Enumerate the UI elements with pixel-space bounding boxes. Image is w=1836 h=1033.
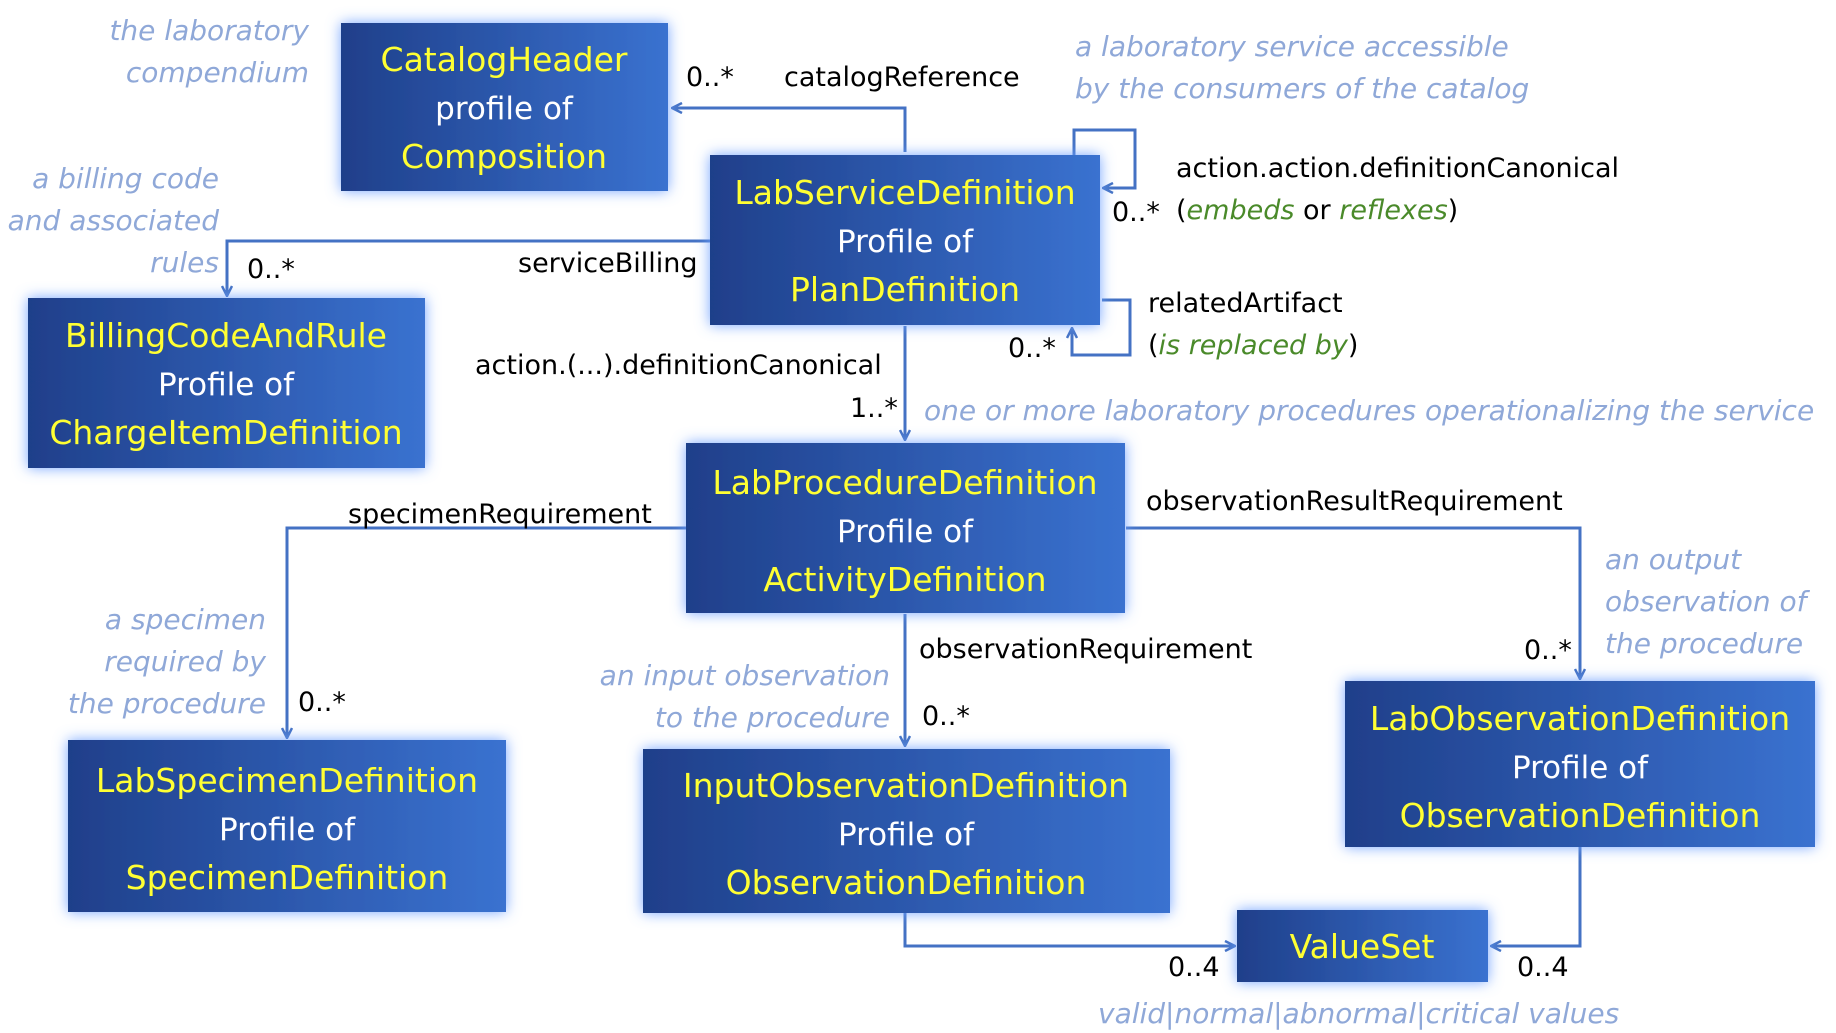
box-catalog-header xyxy=(341,23,668,191)
edge-action-definition-canonical-self xyxy=(1072,128,1137,188)
edge-specimen-requirement xyxy=(287,526,686,738)
note-procedures: one or more laboratory procedures operat… xyxy=(924,394,1814,427)
note-laboratory-service-line-2: by the consumers of the catalog xyxy=(1075,72,1529,105)
mult-catalog-reference: 0..* xyxy=(686,62,734,93)
class-catalog-header: CatalogHeader profile of Composition xyxy=(341,23,668,191)
note-output-observation-line-3: the procedure xyxy=(1605,627,1803,660)
class-relation: profile of xyxy=(435,91,574,127)
edge-related-artifact xyxy=(1072,298,1132,357)
edges xyxy=(227,108,1580,946)
label-observation-requirement: observationRequirement xyxy=(919,634,1252,665)
label-related-artifact: relatedArtifact xyxy=(1148,288,1343,319)
base-resource: Composition xyxy=(401,137,607,176)
class-relation: Profile of xyxy=(837,514,974,550)
note-specimen-line-1: a specimen xyxy=(105,603,266,636)
base-resource: ObservationDefinition xyxy=(726,863,1087,902)
note-specimen-line-2: required by xyxy=(104,645,266,678)
edge-labels: catalogReference 0..* serviceBilling 0..… xyxy=(247,62,1619,983)
paren-open: ( xyxy=(1176,195,1187,226)
class-name: BillingCodeAndRule xyxy=(65,316,387,355)
class-lab-observation-definition: LabObservationDefinition Profile of Obse… xyxy=(1345,681,1815,847)
qualifier-reflexes: reflexes xyxy=(1339,195,1447,226)
label-action-definition-canonical: action.(...).definitionCanonical xyxy=(475,350,882,381)
class-name: InputObservationDefinition xyxy=(683,766,1129,805)
qualifier-embeds: embeds xyxy=(1187,195,1295,226)
label-catalog-reference: catalogReference xyxy=(784,62,1020,93)
class-input-observation-definition: InputObservationDefinition Profile of Ob… xyxy=(643,749,1170,913)
base-resource: SpecimenDefinition xyxy=(126,858,449,897)
mult-service-billing: 0..* xyxy=(247,254,295,285)
box-lab-specimen-definition xyxy=(68,740,506,912)
note-billing-code-line-3: rules xyxy=(150,246,219,279)
qualifier-embeds-reflexes: (embeds or reflexes) xyxy=(1176,195,1458,226)
mult-action-definition-canonical-self: 0..* xyxy=(1112,197,1160,228)
class-value-set: ValueSet xyxy=(1237,910,1488,982)
paren-open: ( xyxy=(1148,330,1159,361)
label-specimen-requirement: specimenRequirement xyxy=(348,499,652,530)
base-resource: ChargeItemDefinition xyxy=(49,413,402,452)
class-name: LabServiceDefinition xyxy=(734,173,1075,212)
mult-observation-result-requirement: 0..* xyxy=(1524,635,1572,666)
class-relation: Profile of xyxy=(219,812,356,848)
base-resource: ObservationDefinition xyxy=(1400,796,1761,835)
label-action-definition-canonical-self: action.action.definitionCanonical xyxy=(1176,153,1619,184)
note-laboratory-compendium-line-2: compendium xyxy=(126,56,309,89)
class-relation: Profile of xyxy=(158,367,295,403)
class-name: ValueSet xyxy=(1290,927,1435,966)
base-resource: PlanDefinition xyxy=(790,270,1020,309)
label-observation-result-requirement: observationResultRequirement xyxy=(1146,486,1563,517)
box-billing-code-and-rule xyxy=(28,298,425,468)
class-lab-specimen-definition: LabSpecimenDefinition Profile of Specime… xyxy=(68,740,506,912)
note-input-observation-line-1: an input observation xyxy=(600,659,890,692)
qualifier-is-replaced-by: (is replaced by) xyxy=(1148,330,1358,361)
note-billing-code-line-2: and associated xyxy=(8,204,220,237)
class-lab-procedure-definition: LabProcedureDefinition Profile of Activi… xyxy=(686,443,1125,613)
box-lab-service-definition xyxy=(710,155,1100,325)
paren-close: ) xyxy=(1448,195,1459,226)
note-output-observation-line-2: observation of xyxy=(1605,585,1811,618)
edge-observation-result-requirement xyxy=(1126,526,1580,679)
class-relation: Profile of xyxy=(837,224,974,260)
box-input-observation-definition xyxy=(643,749,1170,913)
class-lab-service-definition: LabServiceDefinition Profile of PlanDefi… xyxy=(710,155,1100,325)
class-name: LabSpecimenDefinition xyxy=(96,761,478,800)
note-specimen-line-3: the procedure xyxy=(68,687,266,720)
box-value-set xyxy=(1237,910,1488,982)
qualifier-replaced: is replaced by xyxy=(1159,330,1349,361)
note-billing-code-line-1: a billing code xyxy=(32,162,219,195)
edge-output-valueset xyxy=(1491,846,1582,946)
edge-catalog-reference xyxy=(672,108,907,152)
note-input-observation-line-2: to the procedure xyxy=(655,701,890,734)
edge-service-billing xyxy=(227,239,710,296)
annotations: the laboratory compendium a laboratory s… xyxy=(8,14,1815,1030)
label-service-billing: serviceBilling xyxy=(518,248,698,279)
class-relation: Profile of xyxy=(1512,750,1649,786)
mult-related-artifact: 0..* xyxy=(1008,333,1056,364)
mult-action-definition-canonical: 1..* xyxy=(850,393,898,424)
mult-observation-requirement: 0..* xyxy=(922,701,970,732)
class-relation: Profile of xyxy=(838,817,975,853)
mult-output-valueset: 0..4 xyxy=(1517,952,1569,983)
paren-close: ) xyxy=(1348,330,1359,361)
class-name: CatalogHeader xyxy=(381,40,628,79)
box-lab-observation-definition xyxy=(1345,681,1815,847)
mult-specimen-requirement: 0..* xyxy=(298,687,346,718)
edge-input-valueset xyxy=(903,912,1235,946)
note-valueset-values: valid|normal|abnormal|critical values xyxy=(1098,997,1619,1030)
class-name: LabObservationDefinition xyxy=(1370,699,1790,738)
class-billing-code-and-rule: BillingCodeAndRule Profile of ChargeItem… xyxy=(28,298,425,468)
base-resource: ActivityDefinition xyxy=(763,560,1046,599)
qualifier-or: or xyxy=(1294,195,1339,226)
class-name: LabProcedureDefinition xyxy=(712,463,1097,502)
box-lab-procedure-definition xyxy=(686,443,1125,613)
mult-input-valueset: 0..4 xyxy=(1168,952,1220,983)
note-output-observation-line-1: an output xyxy=(1605,543,1742,576)
note-laboratory-service-line-1: a laboratory service accessible xyxy=(1075,30,1509,63)
note-laboratory-compendium-line-1: the laboratory xyxy=(109,14,309,47)
